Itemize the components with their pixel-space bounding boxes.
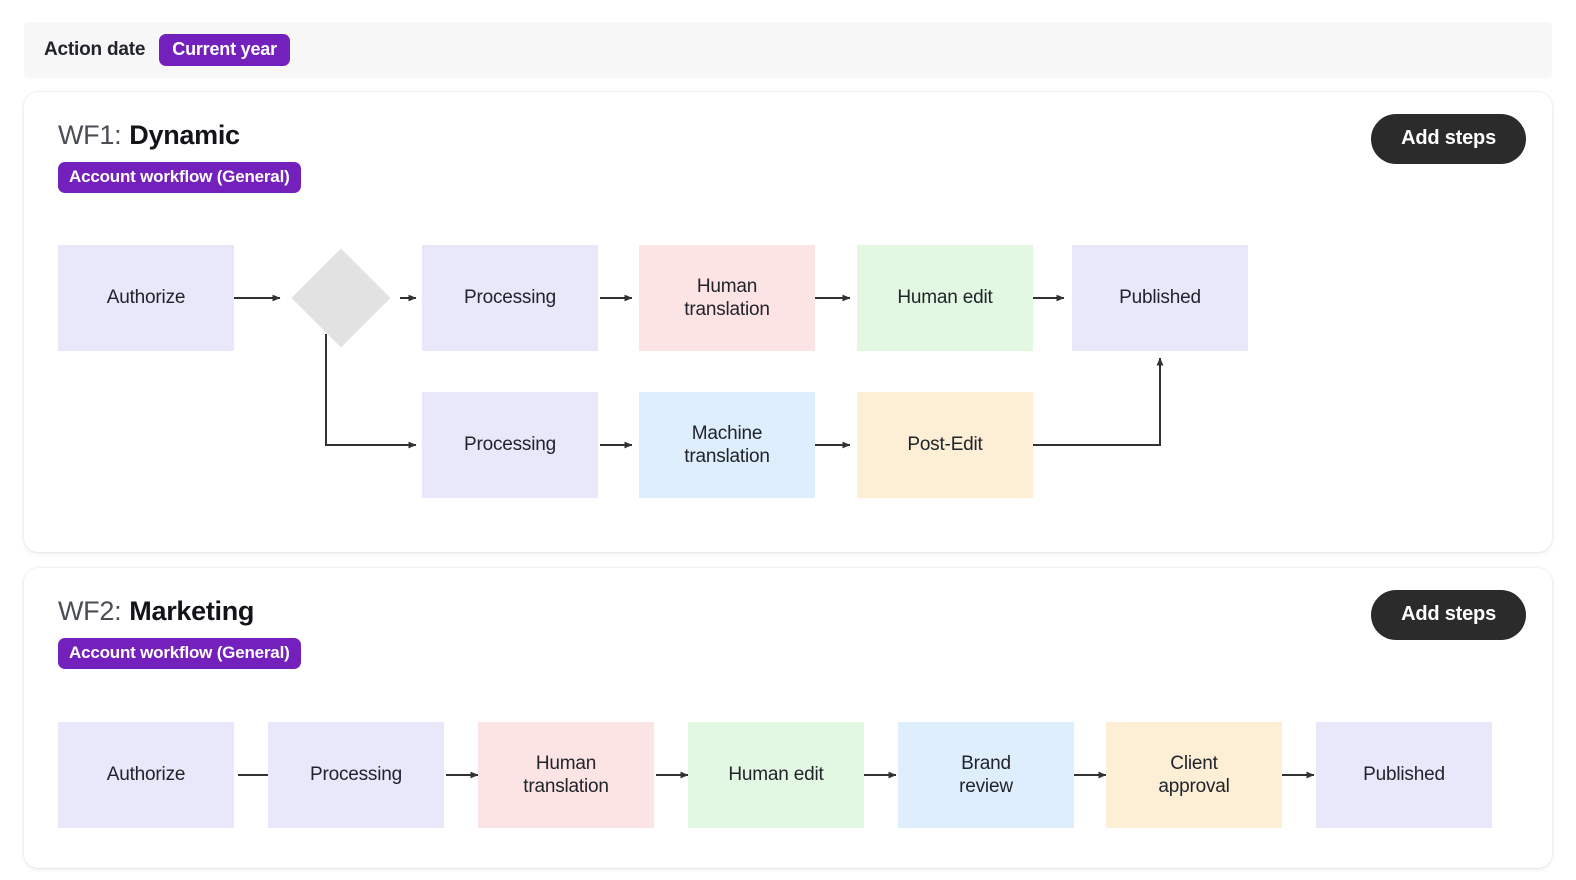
- node-authorize[interactable]: Authorize: [58, 722, 234, 828]
- node-processing[interactable]: Processing: [268, 722, 444, 828]
- node-human-translation[interactable]: Human translation: [639, 245, 815, 351]
- workflow-header-wf1: WF1:Dynamic Account workflow (General): [58, 120, 301, 193]
- add-steps-button-wf2[interactable]: Add steps: [1371, 590, 1526, 640]
- node-decision-diamond[interactable]: [281, 248, 401, 348]
- connector-layer-wf1: [234, 294, 1164, 449]
- workflow-diagram-wf1: Authorize Processing Human translation H…: [24, 92, 1552, 552]
- node-post-edit[interactable]: Post-Edit: [857, 392, 1033, 498]
- node-human-edit[interactable]: Human edit: [857, 245, 1033, 351]
- node-published[interactable]: Published: [1072, 245, 1248, 351]
- workflow-title-wf2: WF2:Marketing: [58, 596, 301, 627]
- workflow-badge-wf2[interactable]: Account workflow (General): [58, 638, 301, 669]
- node-human-translation[interactable]: Human translation: [478, 722, 654, 828]
- filter-label: Action date: [44, 39, 146, 60]
- workflow-card-wf1: WF1:Dynamic Account workflow (General) A…: [24, 92, 1552, 552]
- workflow-prefix: WF2:: [58, 596, 122, 626]
- add-steps-button-wf1[interactable]: Add steps: [1371, 114, 1526, 164]
- node-machine-translation[interactable]: Machine translation: [639, 392, 815, 498]
- node-published[interactable]: Published: [1316, 722, 1492, 828]
- connector-decision-processing-bottom: [325, 334, 417, 449]
- node-brand-review[interactable]: Brand review: [898, 722, 1074, 828]
- workflow-name: Dynamic: [129, 120, 240, 150]
- filter-chip-current-year[interactable]: Current year: [159, 33, 290, 67]
- workflow-title-wf1: WF1:Dynamic: [58, 120, 301, 151]
- node-processing-bottom[interactable]: Processing: [422, 392, 598, 498]
- node-human-edit[interactable]: Human edit: [688, 722, 864, 828]
- connector-layer-wf2: [238, 771, 1315, 779]
- workflow-diagram-wf2: Authorize Processing Human translation H…: [24, 568, 1552, 868]
- workflow-badge-wf1[interactable]: Account workflow (General): [58, 162, 301, 193]
- node-client-approval[interactable]: Client approval: [1106, 722, 1282, 828]
- filter-bar: Action date Current year: [24, 22, 1552, 78]
- workflow-name: Marketing: [129, 596, 255, 626]
- workflow-card-wf2: WF2:Marketing Account workflow (General)…: [24, 568, 1552, 868]
- workflow-prefix: WF1:: [58, 120, 122, 150]
- node-authorize[interactable]: Authorize: [58, 245, 234, 351]
- diamond-shape: [291, 248, 391, 348]
- connector-postedit-published: [1032, 357, 1164, 446]
- workflow-header-wf2: WF2:Marketing Account workflow (General): [58, 596, 301, 669]
- node-processing-top[interactable]: Processing: [422, 245, 598, 351]
